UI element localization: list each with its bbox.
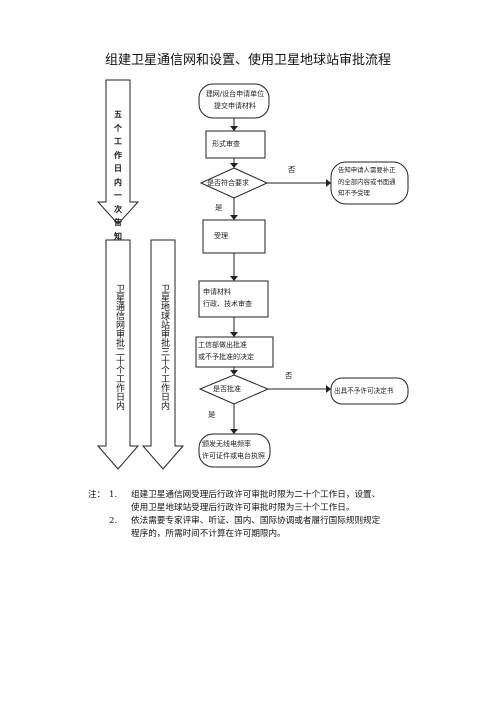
approved-text: 是否批准	[213, 385, 241, 393]
decision-text: 工信部做出批准 或不予批准的决定	[198, 341, 254, 361]
meets-requirements-text: 是否符合要求	[207, 179, 249, 187]
formal-review-box	[205, 130, 266, 159]
note-item: 2. 依法需要专家评审、听证、国内、国际协调或者履行国际规则规定程序的，所需时间…	[109, 516, 381, 539]
issue-text: 颁发无线电频率 许可证件或电台执照	[202, 440, 265, 460]
notify-text: 告知申请人需要补正 的全部内容或书面通 知不予受理	[338, 166, 396, 197]
station-time-arrow	[141, 239, 185, 470]
banner-char: 工	[114, 136, 122, 146]
station-time-label: 卫星地球站审批三十个工作日内	[159, 284, 169, 410]
banner-char: 个	[114, 122, 122, 133]
accept-text: 受理	[214, 232, 228, 240]
yes-label-1: 是	[215, 203, 223, 212]
yes-label-2: 是	[208, 410, 216, 419]
reject-text: 出具不予许可决定书	[334, 387, 394, 395]
network-time-arrow	[96, 239, 140, 470]
banner-arrow	[96, 79, 140, 225]
banner-char: 日	[114, 163, 122, 173]
notes: 注： 1. 组建卫星通信网受理后行政许可审批时限为二十个工作日，设置、使用卫星地…	[88, 489, 428, 541]
issue-box	[198, 433, 271, 468]
banner-char: 一	[114, 190, 122, 200]
banner-char: 告	[114, 217, 122, 227]
banner-char: 五	[114, 109, 122, 119]
banner-char: 作	[114, 149, 122, 160]
note-item: 注： 1. 组建卫星通信网受理后行政许可审批时限为二十个工作日，设置、使用卫星地…	[88, 490, 381, 513]
submit-text: 建网/设台申请单位 提交申请材料	[205, 90, 265, 110]
banner-char: 内	[114, 176, 122, 187]
review-text: 申请材料 行政、技术审查	[203, 288, 252, 308]
accept-box	[202, 219, 266, 254]
no-label-2: 否	[285, 371, 293, 380]
no-label-1: 否	[288, 165, 296, 174]
banner-char: 次	[114, 203, 122, 214]
page-title: 组建卫星通信网和设置、使用卫星地球站审批流程	[104, 53, 391, 68]
note-prefix: 注：	[88, 490, 106, 500]
banner-char: 知	[114, 230, 122, 241]
formal-review-text: 形式审查	[212, 140, 240, 148]
network-time-label: 卫星通信网审批二十个工作日内	[114, 284, 124, 410]
banner-text: 五个工作日内一次告知	[112, 108, 124, 243]
reject-box	[330, 377, 409, 405]
